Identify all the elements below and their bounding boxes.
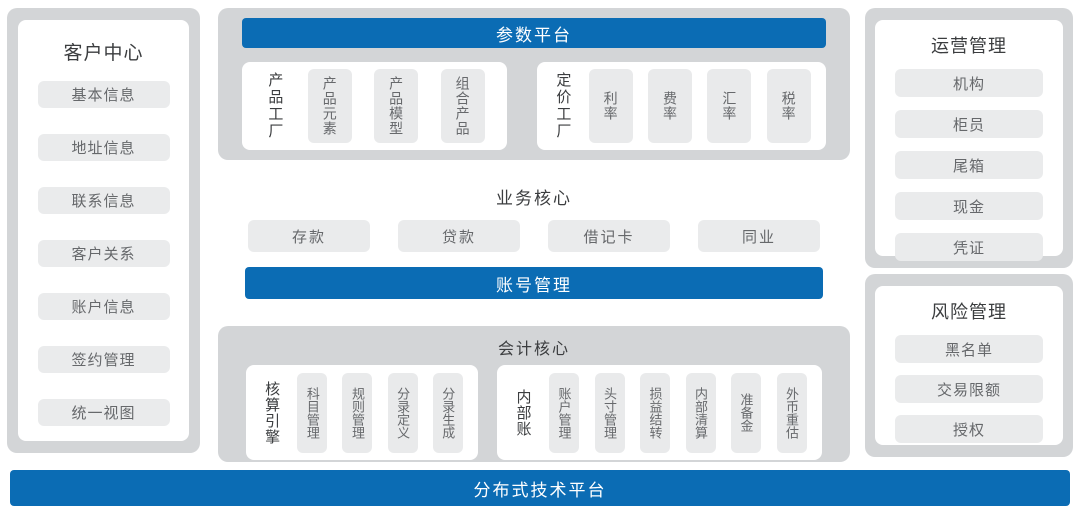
customer-center-panel: 客户中心 基本信息 地址信息 联系信息 客户关系 账户信息 签约管理 统一视图 <box>7 8 200 453</box>
pricing-factory-item: 汇率 <box>707 69 752 143</box>
accounting-engine-item: 规则管理 <box>342 372 373 453</box>
business-core-title: 业务核心 <box>496 189 572 208</box>
accounting-core-groups: 核算引擎 科目管理 规则管理 分录定义 分录生成 内部账 账户管理 头寸管理 损… <box>246 365 822 460</box>
product-factory-item: 组合产品 <box>440 69 485 143</box>
operations-management-card: 运营管理 机构 柜员 尾箱 现金 凭证 <box>875 20 1063 261</box>
operations-item: 机构 <box>895 69 1043 97</box>
pricing-factory-card: 定价工厂 利率 费率 汇率 税率 <box>537 62 826 150</box>
customer-center-item: 签约管理 <box>37 346 170 373</box>
parameter-platform-groups: 产品工厂 产品元素 产品模型 组合产品 定价工厂 利率 费率 汇率 税率 <box>242 62 826 150</box>
internal-ledger-item: 头寸管理 <box>594 372 625 453</box>
pricing-factory-item: 税率 <box>766 69 811 143</box>
business-core-item: 借记卡 <box>548 220 670 252</box>
distributed-tech-platform-bar: 分布式技术平台 <box>10 470 1070 506</box>
risk-management-list: 黑名单 交易限额 授权 <box>875 335 1063 443</box>
product-factory-label: 产品工厂 <box>266 72 284 140</box>
customer-center-card: 客户中心 基本信息 地址信息 联系信息 客户关系 账户信息 签约管理 统一视图 <box>18 20 189 441</box>
risk-management-title: 风险管理 <box>931 302 1007 322</box>
accounting-engine-card: 核算引擎 科目管理 规则管理 分录定义 分录生成 <box>246 365 478 460</box>
parameter-platform-panel: 参数平台 产品工厂 产品元素 产品模型 组合产品 定价工厂 利率 费率 汇率 税… <box>218 8 850 160</box>
risk-item: 授权 <box>895 415 1043 443</box>
business-core-item: 贷款 <box>398 220 520 252</box>
risk-item: 黑名单 <box>895 335 1043 363</box>
internal-ledger-item: 账户管理 <box>549 372 579 453</box>
accounting-core-panel: 会计核心 核算引擎 科目管理 规则管理 分录定义 分录生成 内部账 账户管理 头… <box>218 326 850 462</box>
business-core-item: 存款 <box>248 220 370 252</box>
pricing-factory-item: 费率 <box>647 69 692 143</box>
product-factory-item: 产品模型 <box>374 69 419 143</box>
operations-item: 凭证 <box>895 233 1043 261</box>
product-factory-item: 产品元素 <box>307 69 352 143</box>
customer-center-item: 客户关系 <box>37 240 170 267</box>
accounting-engine-item: 分录生成 <box>432 372 463 453</box>
business-core-item: 同业 <box>698 220 820 252</box>
customer-center-list: 基本信息 地址信息 联系信息 客户关系 账户信息 签约管理 统一视图 <box>18 81 189 426</box>
risk-item: 交易限额 <box>895 375 1043 403</box>
product-factory-card: 产品工厂 产品元素 产品模型 组合产品 <box>242 62 507 150</box>
pricing-factory-item: 利率 <box>588 69 633 143</box>
accounting-engine-item: 科目管理 <box>297 372 328 453</box>
internal-ledger-item: 内部清算 <box>685 372 716 453</box>
risk-management-card: 风险管理 黑名单 交易限额 授权 <box>875 286 1063 445</box>
customer-center-item: 统一视图 <box>37 399 170 426</box>
operations-item: 柜员 <box>895 110 1043 138</box>
operations-management-list: 机构 柜员 尾箱 现金 凭证 <box>875 69 1063 261</box>
accounting-core-title: 会计核心 <box>497 341 570 358</box>
internal-ledger-item: 损益结转 <box>640 372 670 453</box>
customer-center-item: 地址信息 <box>37 134 170 161</box>
risk-management-panel: 风险管理 黑名单 交易限额 授权 <box>865 274 1073 457</box>
internal-ledger-label: 内部账 <box>514 388 532 437</box>
operations-management-title: 运营管理 <box>931 36 1007 56</box>
customer-center-item: 联系信息 <box>37 187 170 214</box>
internal-ledger-card: 内部账 账户管理 头寸管理 损益结转 内部清算 准备金 外币重估 <box>497 365 822 460</box>
middle-column: 参数平台 产品工厂 产品元素 产品模型 组合产品 定价工厂 利率 费率 汇率 税… <box>218 8 850 462</box>
customer-center-item: 账户信息 <box>37 293 170 320</box>
pricing-factory-label: 定价工厂 <box>554 72 572 140</box>
account-management-bar: 账号管理 <box>245 267 823 299</box>
operations-management-panel: 运营管理 机构 柜员 尾箱 现金 凭证 <box>865 8 1073 268</box>
customer-center-item: 基本信息 <box>37 81 170 108</box>
operations-item: 尾箱 <box>895 151 1043 179</box>
accounting-engine-item: 分录定义 <box>387 372 418 453</box>
operations-item: 现金 <box>895 192 1043 220</box>
internal-ledger-item: 外币重估 <box>776 372 807 453</box>
internal-ledger-item: 准备金 <box>731 372 761 453</box>
customer-center-title: 客户中心 <box>63 43 144 64</box>
business-core-row: 存款 贷款 借记卡 同业 <box>218 220 850 252</box>
parameter-platform-header: 参数平台 <box>242 18 826 48</box>
accounting-engine-label: 核算引擎 <box>263 380 281 445</box>
